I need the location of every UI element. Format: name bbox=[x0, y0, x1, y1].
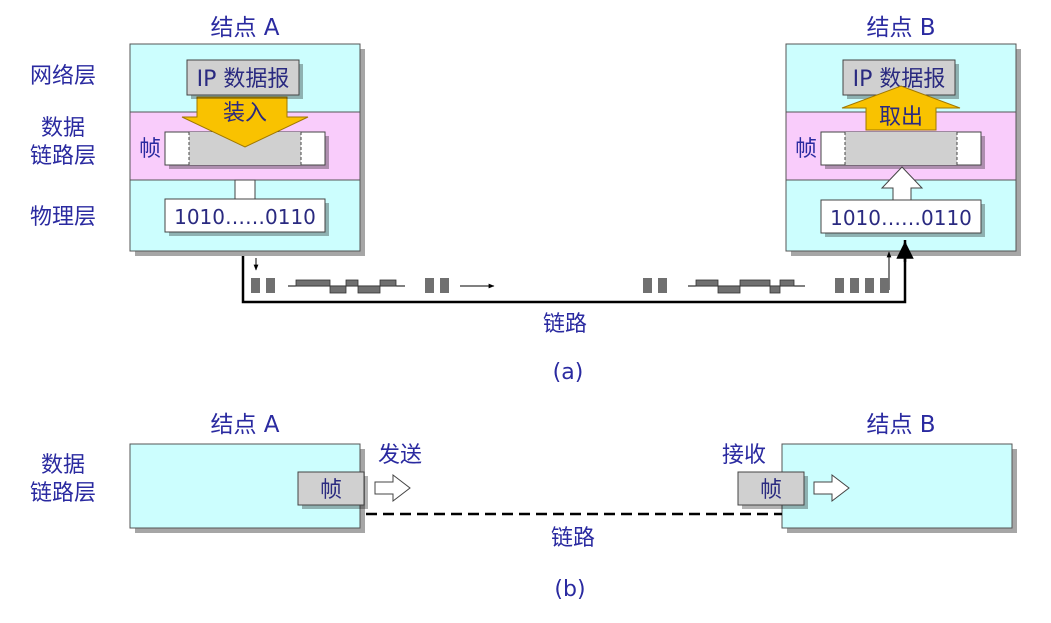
frame-label-b-b: 帧 bbox=[760, 478, 782, 503]
layer-datalink-label-line1: 数据 bbox=[41, 116, 85, 141]
node-a-ip-datagram-label: IP 数据报 bbox=[197, 67, 290, 92]
bit-blocks-mid-left bbox=[425, 278, 449, 293]
node-b-bits bbox=[820, 199, 985, 237]
receive-label: 接收 bbox=[722, 443, 766, 468]
node-a-frame-label: 帧 bbox=[139, 137, 161, 162]
node-a-label: 结点 A bbox=[210, 15, 279, 41]
caption-a: (a) bbox=[553, 360, 584, 385]
layer-datalink-label-b-line1: 数据 bbox=[41, 453, 85, 478]
encapsulate-label: 装入 bbox=[223, 101, 267, 126]
node-b-frame bbox=[820, 131, 985, 169]
node-a-label-b: 结点 A bbox=[210, 412, 279, 438]
node-b-frame-label: 帧 bbox=[795, 137, 817, 162]
bit-blocks-right bbox=[835, 278, 889, 293]
layer-physical-label: 物理层 bbox=[30, 205, 96, 230]
encapsulate-arrow bbox=[181, 96, 309, 148]
layer-datalink-label-b-line2: 链路层 bbox=[30, 481, 96, 506]
link-label-b: 链路 bbox=[551, 526, 595, 551]
node-b-label: 结点 B bbox=[866, 15, 935, 41]
signal-waveform-right bbox=[688, 279, 805, 294]
frame-box-a-b bbox=[297, 471, 368, 509]
layer-network-label: 网络层 bbox=[30, 64, 96, 89]
node-a-ip-datagram bbox=[186, 59, 303, 99]
node-b-bits-label: 1010……0110 bbox=[830, 206, 972, 230]
node-b-label-b: 结点 B bbox=[866, 412, 935, 438]
frame-label-a-b: 帧 bbox=[320, 478, 342, 503]
part-a: 结点 A 结点 B 网络层 数据 链路层 物理层 帧 IP 数据报 装入 bbox=[30, 15, 1021, 385]
layer-datalink-label-line2: 链路层 bbox=[30, 144, 96, 169]
physical-link-line bbox=[241, 240, 907, 304]
send-arrow bbox=[374, 473, 411, 503]
node-a-bits-label: 1010……0110 bbox=[174, 205, 316, 229]
node-a-bits bbox=[164, 198, 329, 236]
signal-waveform-left bbox=[288, 279, 405, 294]
frame-box-b-b bbox=[737, 471, 808, 509]
link-label-a: 链路 bbox=[543, 312, 587, 337]
extract-arrow bbox=[841, 85, 961, 131]
bit-blocks-left bbox=[251, 278, 275, 293]
bit-blocks-mid-right bbox=[643, 278, 667, 293]
caption-b: (b) bbox=[554, 577, 585, 602]
extract-label: 取出 bbox=[879, 105, 923, 130]
part-b: 结点 A 结点 B 数据 链路层 帧 发送 帧 接收 bbox=[30, 412, 1017, 602]
send-label: 发送 bbox=[378, 443, 422, 468]
receive-arrow bbox=[813, 473, 850, 503]
